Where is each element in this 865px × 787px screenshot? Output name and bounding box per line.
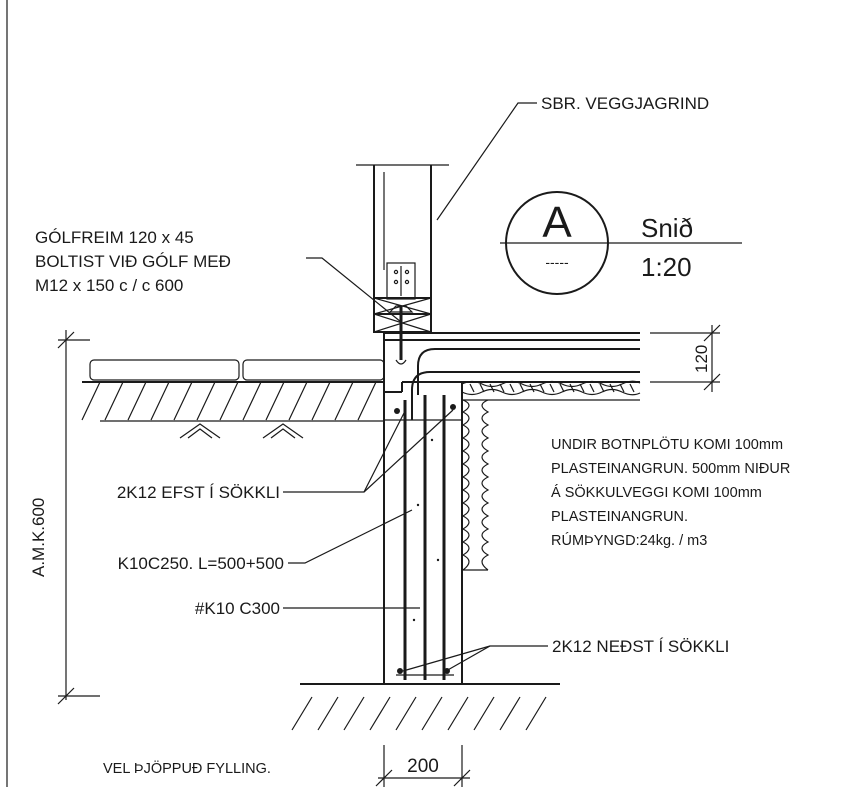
leaders [283, 102, 548, 672]
dim-footing-label: 200 [407, 756, 439, 777]
wall-frame [356, 164, 449, 365]
foundation-wall [383, 382, 463, 685]
label-floor-frame-2: BOLTIST VIÐ GÓLF MEÐ [35, 252, 231, 271]
section-title: Snið [641, 213, 693, 243]
insulation-note-2: PLASTEINANGRUN. 500mm NIÐUR [551, 461, 790, 477]
dim-footing [375, 745, 471, 787]
section-scale: 1:20 [641, 252, 692, 282]
label-fill: VEL ÞJÖPPUÐ FYLLING. [103, 759, 271, 777]
section-marker [500, 191, 742, 295]
ground-bottom [291, 683, 560, 731]
dim-depth-label: A.M.K.600 [29, 498, 48, 577]
label-floor-frame-1: GÓLFREIM 120 x 45 [35, 228, 194, 247]
dim-slab [650, 324, 721, 392]
label-top-rebar: 2K12 EFST Í SÖKKLI [117, 483, 280, 502]
insulation-note-5: RÚMÞYNGD:24kg. / m3 [551, 532, 707, 549]
label-mesh: #K10 C300 [195, 599, 280, 618]
insulation-note-1: UNDIR BOTNPLÖTU KOMI 100mm [551, 435, 783, 453]
floor-slab [383, 332, 640, 420]
label-ktie: K10C250. L=500+500 [118, 554, 284, 573]
label-wall-ref: SBR. VEGGJAGRIND [541, 94, 709, 113]
insulation [461, 380, 641, 571]
label-bottom-rebar: 2K12 NEÐST Í SÖKKLI [552, 637, 729, 656]
insulation-note-4: PLASTEINANGRUN. [551, 509, 688, 525]
insulation-note-3: Á SÖKKULVEGGI KOMI 100mm [551, 483, 762, 501]
label-floor-frame-3: M12 x 150 c / c 600 [35, 276, 183, 295]
section-letter: A [542, 198, 572, 247]
section-sub: ----- [545, 254, 569, 270]
ground-left [81, 359, 385, 439]
dim-depth [57, 330, 100, 705]
dim-slab-label: 120 [692, 345, 711, 373]
